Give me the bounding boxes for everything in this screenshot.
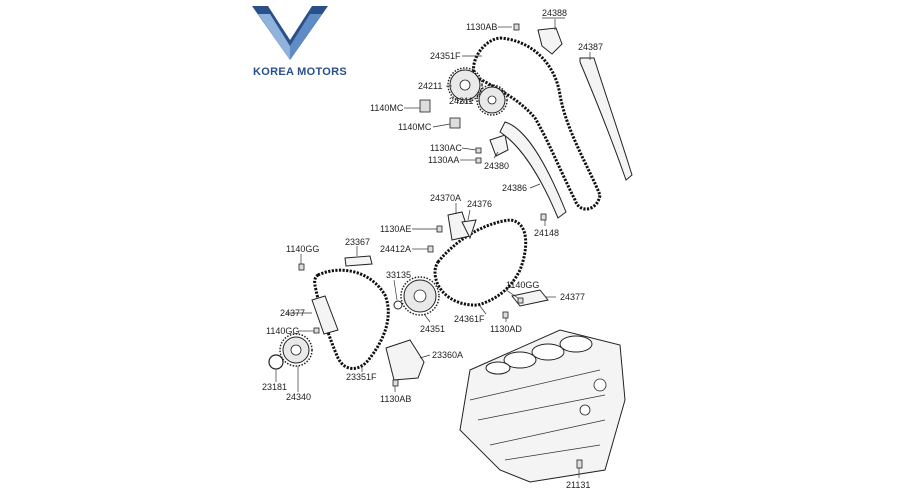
chain-guide-24377-left: [311, 295, 339, 335]
ring-23181: [268, 354, 284, 370]
label-24370A: 24370A: [430, 193, 461, 203]
tensioner-23360A: [385, 339, 425, 381]
label-23360A: 23360A: [432, 350, 463, 360]
middle-chain-24361F: [433, 218, 528, 307]
bracket-24388: [537, 27, 563, 55]
label-24380: 24380: [484, 161, 509, 171]
bolt-1130AC: [475, 147, 482, 154]
crank-sprocket-24340: [279, 333, 313, 367]
label-1140GG-c: 1140GG: [266, 326, 299, 336]
korea-motors-logo: KOREA MOTORS: [252, 6, 347, 78]
chain-guide-24386: [499, 121, 567, 219]
bolt-1130AE: [436, 225, 443, 233]
label-24412A: 24412A: [380, 244, 411, 254]
label-24340: 24340: [286, 392, 311, 402]
guide-24376: [461, 219, 477, 240]
washer-33135: [393, 300, 403, 310]
sprocket-24351: [400, 276, 440, 316]
label-24211-a: 24211: [418, 81, 442, 91]
bolt-1140GG-b: [517, 297, 524, 304]
bolt-1130AB-top: [513, 23, 520, 31]
label-1130AB-bot: 1130AB: [380, 394, 411, 404]
engine-block: [459, 329, 626, 483]
bolt-1130AB-bot: [392, 379, 399, 387]
label-23367: 23367: [345, 237, 370, 247]
bolt-1140MC-b: [449, 117, 461, 129]
label-1140GG-b: 1140GG: [506, 280, 539, 290]
bolt-24148: [540, 213, 547, 221]
label-24377-b: 24377: [560, 292, 585, 302]
label-1130AE: 1130AE: [380, 224, 411, 234]
bolt-1130AD: [502, 311, 509, 319]
label-1140GG-a: 1140GG: [286, 244, 319, 254]
cam-sprocket-24211-upper: [447, 67, 483, 103]
label-23351F: 23351F: [346, 372, 377, 382]
label-21131: 21131: [566, 480, 590, 490]
label-24377-a: 24377: [280, 308, 305, 318]
cam-sprocket-24211-lower: [476, 84, 508, 116]
label-24388: 24388: [542, 8, 567, 18]
bolt-1140GG-a: [298, 263, 305, 271]
label-24351: 24351: [420, 324, 445, 334]
chain-guide-24387: [579, 57, 633, 181]
label-24376: 24376: [467, 199, 492, 209]
guide-23367: [344, 255, 373, 267]
label-24361F: 24361F: [454, 314, 485, 324]
label-24148: 24148: [534, 228, 559, 238]
label-1130AB-top: 1130AB: [466, 22, 497, 32]
bolt-1140MC-a: [419, 99, 431, 113]
label-24211-b: 24211: [449, 96, 473, 106]
label-23181: 23181: [262, 382, 287, 392]
bolt-24412A: [427, 245, 434, 253]
leader-lines: [275, 17, 591, 478]
brand-name: KOREA MOTORS: [253, 66, 347, 78]
bolt-1140GG-c: [313, 327, 320, 334]
label-1130AA: 1130AA: [428, 155, 459, 165]
label-1130AC: 1130AC: [430, 143, 462, 153]
label-1130AD: 1130AD: [490, 324, 522, 334]
upper-chain-24351F: [472, 36, 602, 211]
label-24387: 24387: [578, 42, 603, 52]
bolt-21131: [576, 459, 583, 469]
label-24351F: 24351F: [430, 51, 461, 61]
label-1140MC-b: 1140MC: [398, 122, 432, 132]
part-labels: 1130AB 24388 24387 24351F 24211 24211 11…: [262, 8, 603, 490]
label-24386: 24386: [502, 183, 527, 193]
bolt-1130AA: [475, 157, 482, 164]
label-33135: 33135: [386, 270, 411, 280]
label-1140MC-a: 1140MC: [370, 103, 404, 113]
lower-chain-23351F: [313, 268, 390, 370]
tensioner-24380: [489, 134, 509, 157]
